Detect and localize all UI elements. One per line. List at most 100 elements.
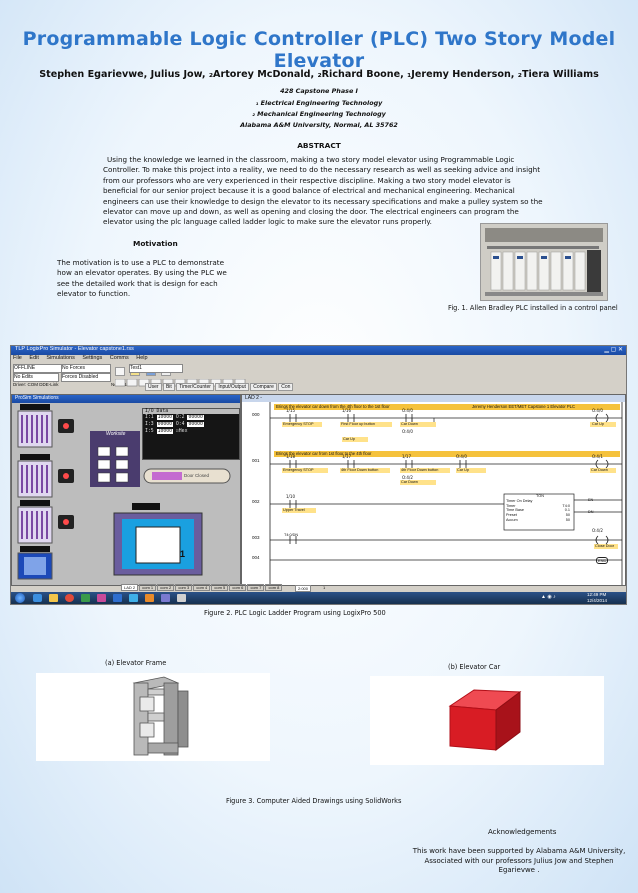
ie-browser-icon[interactable] (33, 594, 42, 602)
author-list: Stephen Egarievwe, Julius Jow, ₂Artorey … (39, 69, 599, 80)
menu-edit[interactable]: Edit (29, 355, 39, 361)
hex-label: Hex (178, 429, 188, 434)
label-close-door: Close Door (595, 544, 614, 548)
io-row: I:3 00000 O:4 00000 (143, 421, 239, 428)
affiliation-met: ₂ Mechanical Engineering Technology (252, 110, 386, 118)
cad-right-label: (b) Elevator Car (448, 663, 501, 671)
file-tab[interactable]: com 8 (265, 584, 283, 591)
prosim-window: ProSim Simulations (11, 394, 241, 586)
svg-text:1/10: 1/10 (286, 494, 295, 499)
motivation-line: The motivation is to use a PLC to demons… (57, 258, 225, 267)
menu-simulations[interactable]: Simulations (46, 355, 75, 361)
powerpoint-icon[interactable] (145, 594, 154, 602)
instr-tab-user[interactable]: User (145, 383, 162, 391)
rung-number: 004 (252, 555, 260, 560)
ton-key: Accum (506, 517, 518, 522)
menu-settings[interactable]: Settings (82, 355, 103, 361)
ton-block[interactable]: TON Timer On Delay Timer T4:0 Time Base … (506, 494, 574, 523)
outlook-icon[interactable] (129, 594, 138, 602)
file-tab[interactable]: com 7 (247, 584, 265, 591)
label-first-floor-up: First Floor up button (341, 422, 375, 426)
window-controls-icon[interactable]: ▁ ▢ ✕ (604, 347, 623, 353)
io-value: 00000 (187, 422, 204, 427)
motivation-heading: Motivation (133, 239, 178, 248)
io-value: 10000 (156, 415, 174, 420)
svg-text:2: 2 (120, 463, 123, 469)
menu-file[interactable]: File (13, 355, 22, 361)
logixpro-app-icon[interactable] (177, 594, 186, 602)
ton-key: Preset (506, 513, 517, 518)
instr-tab-con[interactable]: Con (278, 383, 294, 391)
svg-text:1/16: 1/16 (342, 408, 351, 413)
fig3-caption: Figure 3. Computer Aided Drawings using … (226, 797, 402, 805)
svg-text:1/18: 1/18 (286, 454, 295, 459)
io-data-title: I/O Data (143, 409, 239, 414)
hex-checkbox-icon[interactable]: ☑ (175, 429, 179, 434)
instr-tab-io[interactable]: Input/Output (215, 383, 249, 391)
instr-tab-compare[interactable]: Compare (250, 383, 277, 391)
menu-comms[interactable]: Comms (109, 355, 129, 361)
ton-val: 50 (565, 513, 570, 518)
file-tab[interactable]: com 5 (211, 584, 229, 591)
tray-clock[interactable]: 12:49 PM 12/4/2014 (587, 592, 607, 603)
ack-heading: Acknowledgements (488, 828, 557, 836)
file-tab[interactable]: com 2 (157, 584, 175, 591)
prosim-titlebar: ProSim Simulations (12, 395, 240, 403)
excel-icon[interactable] (81, 594, 90, 602)
menu-bar: File Edit Simulations Settings Comms Hel… (13, 355, 148, 363)
window-title: TLP LogixPro Simulator - Elevator capsto… (15, 346, 134, 352)
forces-select[interactable]: No Forces (61, 364, 111, 373)
abstract-body: Using the knowledge we learned in the cl… (103, 155, 543, 228)
app-icon[interactable] (161, 594, 170, 602)
svg-text:3: 3 (102, 450, 105, 456)
label-4th-floor-door: 4th Floor Down button (401, 468, 439, 472)
ton-row: Preset 50 (506, 513, 574, 518)
edits-select[interactable]: No Edits (13, 373, 59, 382)
label-car-down-3: Car Down (401, 480, 418, 484)
abstract-line: elevator can move up and down, as well a… (103, 207, 519, 217)
instruction-palette (114, 374, 305, 387)
rung-number: 001 (252, 458, 260, 463)
onenote-icon[interactable] (97, 594, 106, 602)
ack-line: Associated with our professors Julius Jo… (424, 856, 614, 865)
elevator-car-drawing (370, 676, 604, 765)
abstract-line: engineers can use their knowledge to des… (103, 196, 543, 206)
file-tab[interactable]: com 1 (139, 584, 157, 591)
new-file-icon[interactable] (115, 367, 125, 376)
rung-number: 000 (252, 412, 260, 417)
svg-text:1/17: 1/17 (402, 454, 411, 459)
fig2-caption: Figure 2. PLC Logic Ladder Program using… (204, 609, 386, 617)
label-4th-floor-down: 4th Floor Down button (341, 468, 379, 472)
svg-text:O:4/0: O:4/0 (456, 454, 467, 459)
word-icon[interactable] (113, 594, 122, 602)
affiliation-university: Alabama A&M University, Normal, AL 35762 (240, 121, 398, 129)
media-player-icon[interactable] (65, 594, 74, 602)
mode-value: OFFLINE (14, 365, 36, 371)
clock-date: 12/4/2014 (587, 597, 608, 603)
car-floor-number: 1 (180, 549, 186, 559)
file-tab[interactable]: com 4 (193, 584, 211, 591)
ton-key: Time Base (506, 508, 525, 513)
svg-text:1: 1 (102, 463, 105, 469)
menu-help[interactable]: Help (136, 355, 148, 361)
driver-status: Driver: COM DDE-Link (13, 382, 59, 387)
ton-row: Accum 50 (506, 518, 574, 523)
io-value: 00000 (187, 415, 204, 420)
prosim-title: ProSim Simulations (15, 395, 59, 401)
tray-icons[interactable]: ▲ ◉ ♪ (541, 594, 556, 600)
program-dropdown-value: Test1 (130, 365, 142, 371)
svg-text:4: 4 (120, 450, 123, 456)
file-tab[interactable]: com 6 (229, 584, 247, 591)
logixpro-screenshot: TLP LogixPro Simulator - Elevator capsto… (10, 345, 627, 605)
file-explorer-icon[interactable] (49, 594, 58, 602)
forces-disabled-select[interactable]: Forces Disabled (61, 373, 111, 382)
instr-tab-bit[interactable]: Bit (162, 383, 175, 391)
instr-tab-timer[interactable]: Timer/Counter (176, 383, 214, 391)
start-button-icon[interactable] (15, 593, 25, 603)
abstract-line: Controller. To make this project into a … (103, 165, 541, 175)
program-dropdown[interactable]: Test1 (129, 364, 183, 373)
file-tab[interactable]: LAD 2 (121, 584, 139, 591)
file-tab[interactable]: com 3 (175, 584, 193, 591)
instruction-palette-icons[interactable] (114, 378, 305, 387)
